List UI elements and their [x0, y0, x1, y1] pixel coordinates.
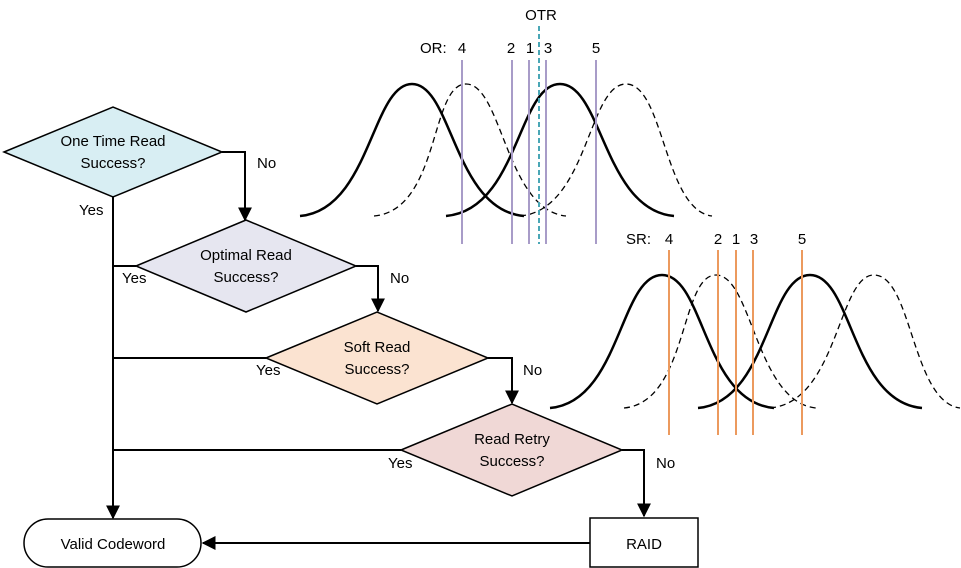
decision-text-line1: One Time Read — [60, 133, 165, 150]
no-label-d2: No — [390, 270, 409, 287]
or-solid-curve-right — [445, 82, 675, 218]
or-level-4: 4 — [458, 40, 466, 57]
raid-process: RAID — [589, 517, 699, 568]
valid-codeword-box — [23, 518, 202, 568]
sr-level-1: 1 — [732, 231, 740, 248]
diamond-soft-read — [264, 311, 490, 405]
decision-text-line2: Success? — [213, 269, 278, 286]
or-dashed-curve-right — [519, 83, 713, 217]
diamond-one-time-read — [2, 106, 224, 198]
or-label: OR: — [420, 40, 447, 57]
branch-labels: Yes Yes Yes Yes No No No No — [79, 155, 675, 472]
or-level-1: 1 — [526, 40, 534, 57]
sr-solid-curve-right — [697, 273, 923, 410]
decision-soft-read: Soft Read Success? — [264, 311, 490, 405]
sr-level-5: 5 — [798, 231, 806, 248]
diamond-optimal-read — [134, 219, 358, 313]
yes-label-d3: Yes — [256, 362, 280, 379]
or-level-5: 5 — [592, 40, 600, 57]
sr-label: SR: — [626, 231, 651, 248]
no-arrow-d2 — [356, 265, 385, 313]
or-level-3: 3 — [544, 40, 552, 57]
decision-optimal-read: Optimal Read Success? — [134, 219, 358, 313]
decision-text-line2: Success? — [80, 155, 145, 172]
diamond-read-retry — [399, 403, 624, 497]
decision-one-time-read: One Time Read Success? — [2, 106, 224, 198]
valid-codeword-label: Valid Codeword — [61, 536, 166, 553]
decision-read-retry: Read Retry Success? — [399, 403, 624, 497]
no-label-d4: No — [656, 455, 675, 472]
no-arrow-d4 — [622, 449, 651, 518]
decision-text-line2: Success? — [479, 453, 544, 470]
yes-label-d1: Yes — [79, 202, 103, 219]
valid-codeword-terminal: Valid Codeword — [23, 518, 202, 568]
sr-level-3: 3 — [750, 231, 758, 248]
no-arrow-d3 — [488, 357, 519, 405]
sr-solid-curve-left — [549, 273, 775, 410]
flow-connectors — [106, 151, 651, 550]
otr-label: OTR — [525, 7, 557, 24]
sr-distribution-plot: SR: 4 2 1 3 5 — [549, 231, 961, 435]
raid-box — [589, 517, 699, 568]
raid-label: RAID — [626, 536, 662, 553]
decision-text-line1: Read Retry — [474, 431, 550, 448]
no-label-d3: No — [523, 362, 542, 379]
or-solid-curve-left — [299, 82, 525, 218]
yes-label-d2: Yes — [122, 270, 146, 287]
or-dashed-curve-left — [373, 83, 567, 217]
sr-level-2: 2 — [714, 231, 722, 248]
sr-dashed-curve-left — [623, 274, 817, 409]
no-label-d1: No — [257, 155, 276, 172]
decision-text-line2: Success? — [344, 361, 409, 378]
yes-label-d4: Yes — [388, 455, 412, 472]
no-arrow-d1 — [222, 151, 252, 222]
or-level-2: 2 — [507, 40, 515, 57]
or-distribution-plot: OTR OR: 4 2 1 3 5 — [299, 7, 713, 244]
sr-dashed-curve-right — [769, 274, 961, 409]
sr-level-4: 4 — [665, 231, 673, 248]
decision-text-line1: Optimal Read — [200, 247, 292, 264]
decision-text-line1: Soft Read — [344, 339, 411, 356]
